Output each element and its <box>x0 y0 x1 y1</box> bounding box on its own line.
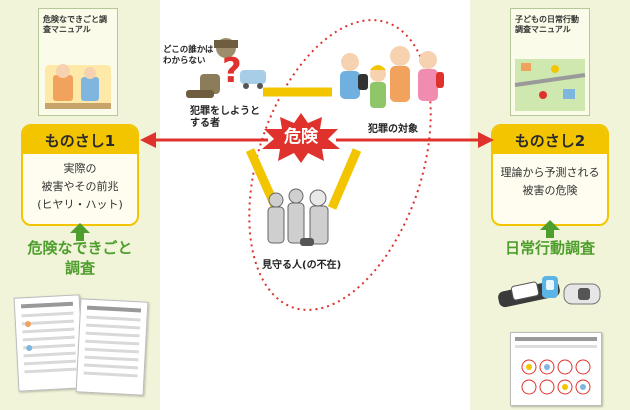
survey-report-document <box>75 298 149 396</box>
danger-label: 危険 <box>284 127 318 147</box>
label-line: わからない <box>163 56 206 66</box>
survey-form-document <box>13 294 85 392</box>
up-arrow-icon <box>70 223 90 241</box>
daily-behavior-survey-method: 日常行動調査 <box>504 239 595 257</box>
measure-1-line: (ヒヤリ・ハット) <box>37 198 123 211</box>
guardians-illustration <box>267 188 329 246</box>
up-arrow-icon <box>540 220 560 238</box>
danger-burst-icon <box>262 113 340 163</box>
label-line: どこの誰かは <box>163 45 214 55</box>
measure-2-line: 理論から予測される <box>500 166 600 179</box>
offender-illustration: ? <box>186 38 266 98</box>
daily-manual-title: 子どもの日常行動調査マニュアル <box>515 15 579 34</box>
measure-1-line: 被害やその前兆 <box>41 180 119 193</box>
label-line: する者 <box>190 118 220 129</box>
left-panel: 危険なできごと調査マニュアル ものさし1 実際の 被害やその前兆 (ヒヤリ・ハッ… <box>0 0 160 410</box>
measure-2-box: ものさし2 理論から予測される 被害の危険 <box>491 124 609 226</box>
measure-2-description: 理論から予測される 被害の危険 <box>493 154 607 200</box>
measure-1-line: 実際の <box>63 162 97 175</box>
hazard-manual-title: 危険なできごと調査マニュアル <box>43 15 107 34</box>
measure-1-title: ものさし1 <box>23 126 137 154</box>
children-illustration <box>340 46 444 108</box>
measure-1-box: ものさし1 実際の 被害やその前兆 (ヒヤリ・ハット) <box>21 124 139 226</box>
offender-label: 犯罪をしようと する者 <box>190 106 260 130</box>
manual-cover-illustration <box>514 59 586 111</box>
daily-behavior-manual-cover: 子どもの日常行動調査マニュアル <box>510 8 590 116</box>
method-line: 危険なできごと <box>27 239 133 257</box>
label-line: 犯罪をしようと <box>190 106 260 117</box>
measure-1-description: 実際の 被害やその前兆 (ヒヤリ・ハット) <box>23 154 137 214</box>
guardian-label: 見守る人(の不在) <box>262 260 342 271</box>
gps-logger-devices <box>498 276 601 308</box>
measure-2-title: ものさし2 <box>493 126 607 154</box>
measure-2-line: 被害の危険 <box>522 184 578 197</box>
svg-text:?: ? <box>222 51 242 91</box>
hazard-survey-manual-cover: 危険なできごと調査マニュアル <box>38 8 118 116</box>
target-label: 犯罪の対象 <box>368 124 418 135</box>
red-arrows <box>140 132 494 148</box>
behavior-record-sheet <box>510 332 602 406</box>
unknown-person-label: どこの誰かは わからない <box>163 45 213 67</box>
right-panel: 子どもの日常行動調査マニュアル ものさし2 理論から予測される 被害の危険 日常… <box>470 0 630 410</box>
method-line: 調査 <box>64 259 95 277</box>
manual-cover-illustration <box>45 64 111 109</box>
hazard-survey-method: 危険なできごと 調査 <box>10 238 150 278</box>
